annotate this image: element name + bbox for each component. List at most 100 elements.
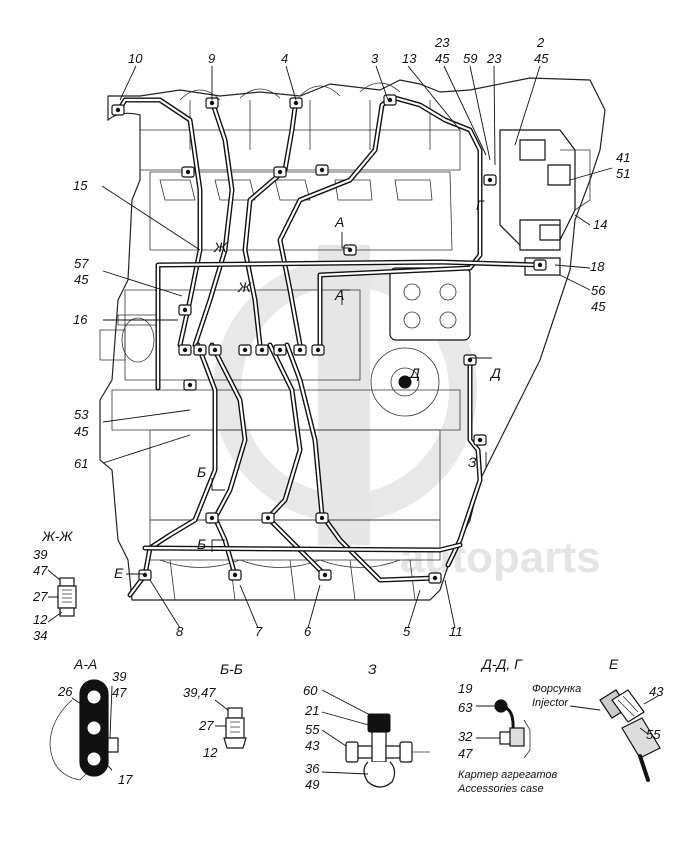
callout-c41: 41 xyxy=(616,150,630,165)
detail-z-label-49: 49 xyxy=(305,777,319,792)
detail-dg-label-47: 47 xyxy=(458,746,473,761)
callout-c4: 4 xyxy=(281,51,288,66)
pipe-fitting-nut xyxy=(178,344,192,356)
leader-line xyxy=(569,167,613,181)
pipe-fitting-nut xyxy=(428,572,442,584)
pipe-fitting-nut xyxy=(238,344,252,356)
detail-dg-caption-en: Accessories case xyxy=(457,783,544,795)
detail-z-label-21: 21 xyxy=(304,703,319,718)
leader-line xyxy=(493,65,496,166)
pipe-fitting-nut xyxy=(111,104,125,116)
leader-line xyxy=(469,65,491,161)
leader-line xyxy=(119,65,137,101)
detail-e-title: Е xyxy=(609,656,619,672)
section-mark-m-b2: Б xyxy=(197,536,206,552)
leader-line xyxy=(559,274,591,291)
detail-zh-zh: Ж-Ж 39 47 27 12 34 xyxy=(32,528,77,643)
callout-c57: 57 xyxy=(74,256,89,271)
detail-dg-label-63: 63 xyxy=(458,700,473,715)
callout-c8: 8 xyxy=(176,624,184,639)
pipe-6 xyxy=(265,342,328,578)
section-mark-m-g: Г xyxy=(476,197,485,213)
pipe-fitting-nut xyxy=(273,166,287,178)
callout-c9: 9 xyxy=(208,51,215,66)
detail-dg-label-19: 19 xyxy=(458,681,472,696)
callout-c13: 13 xyxy=(402,51,417,66)
leader-line xyxy=(101,185,201,251)
leader-line xyxy=(554,264,591,269)
callout-c11: 11 xyxy=(449,624,463,639)
leader-line xyxy=(285,65,297,101)
detail-z-title: З xyxy=(368,661,377,677)
callout-c45d: 45 xyxy=(74,272,89,287)
detail-aa-label-17: 17 xyxy=(118,772,133,787)
engine-block xyxy=(99,77,606,601)
leader-line xyxy=(239,584,259,629)
leader-line xyxy=(443,65,487,156)
pipe-fitting-nut xyxy=(343,244,357,256)
section-cut-arrow xyxy=(341,232,350,249)
section-cut-arrow xyxy=(211,539,225,552)
pipe-13 xyxy=(317,95,483,348)
callout-c6: 6 xyxy=(304,624,312,639)
pipe-fitting-nut xyxy=(228,569,242,581)
leader-lines xyxy=(101,65,613,629)
section-mark-m-d1: Д xyxy=(408,365,420,381)
detail-z-label-43: 43 xyxy=(305,738,320,753)
detail-zh-title: Ж-Ж xyxy=(41,528,74,544)
callout-c45a: 45 xyxy=(435,51,450,66)
detail-e-caption-ru: Форсунка xyxy=(532,683,581,695)
callout-c3: 3 xyxy=(371,51,379,66)
section-mark-m-zh2: Ж xyxy=(237,279,252,295)
callout-c45c: 45 xyxy=(591,299,606,314)
pipe-fitting-nut xyxy=(208,344,222,356)
callout-c16: 16 xyxy=(73,312,88,327)
pipe-fitting-nut xyxy=(138,569,152,581)
pipe-fitting-nut xyxy=(181,166,195,178)
callout-c45b: 45 xyxy=(534,51,549,66)
pipe-fitting-nut xyxy=(463,354,477,366)
callout-c7: 7 xyxy=(255,624,263,639)
section-mark-m-zh1: Ж xyxy=(213,239,228,255)
pipe-fitting-nut xyxy=(318,569,332,581)
detail-z-label-55: 55 xyxy=(305,722,320,737)
detail-dg-caption-ru: Картер агрегатов xyxy=(458,769,558,781)
section-mark-m-a1: А xyxy=(334,214,344,230)
detail-zh-label-27: 27 xyxy=(32,589,48,604)
pipe-fitting-nut xyxy=(315,164,329,176)
pipe-fitting-nut xyxy=(483,174,497,186)
pipe-fitting-nut xyxy=(205,97,219,109)
pipe-fittings xyxy=(111,94,547,584)
pipe-15 xyxy=(155,259,543,391)
detail-e-caption-en: Injector xyxy=(532,697,569,709)
section-mark-m-a2: А xyxy=(334,287,344,303)
detail-dg-label-32: 32 xyxy=(458,729,473,744)
pipe-fitting-nut xyxy=(311,344,325,356)
leader-line xyxy=(102,409,191,423)
detail-e-label-43: 43 xyxy=(649,684,664,699)
leader-line xyxy=(407,65,461,131)
detail-dg-title: Д-Д, Г xyxy=(480,656,523,672)
pipe-fitting-nut xyxy=(289,97,303,109)
section-mark-m-b1: Б xyxy=(197,464,206,480)
section-cut-arrow xyxy=(211,478,225,491)
detail-zh-label-12: 12 xyxy=(33,612,48,627)
detail-a-a: А-А 26 39 47 17 xyxy=(49,656,133,787)
detail-aa-label-39: 39 xyxy=(112,669,126,684)
detail-aa-label-26: 26 xyxy=(57,684,73,699)
leader-line xyxy=(102,270,183,297)
detail-e-label-55: 55 xyxy=(646,727,661,742)
pipe-fitting-nut xyxy=(193,344,207,356)
pipe-3 xyxy=(277,95,395,348)
section-mark-m-z: З xyxy=(468,454,477,470)
leader-line xyxy=(307,584,321,629)
leader-line xyxy=(375,65,389,101)
callout-c23a: 23 xyxy=(434,35,450,50)
detail-e: Е Форсунка Injector 43 55 xyxy=(532,656,664,782)
pipe-fitting-nut xyxy=(205,512,219,524)
leader-line xyxy=(149,579,181,629)
leader-line xyxy=(444,579,456,629)
